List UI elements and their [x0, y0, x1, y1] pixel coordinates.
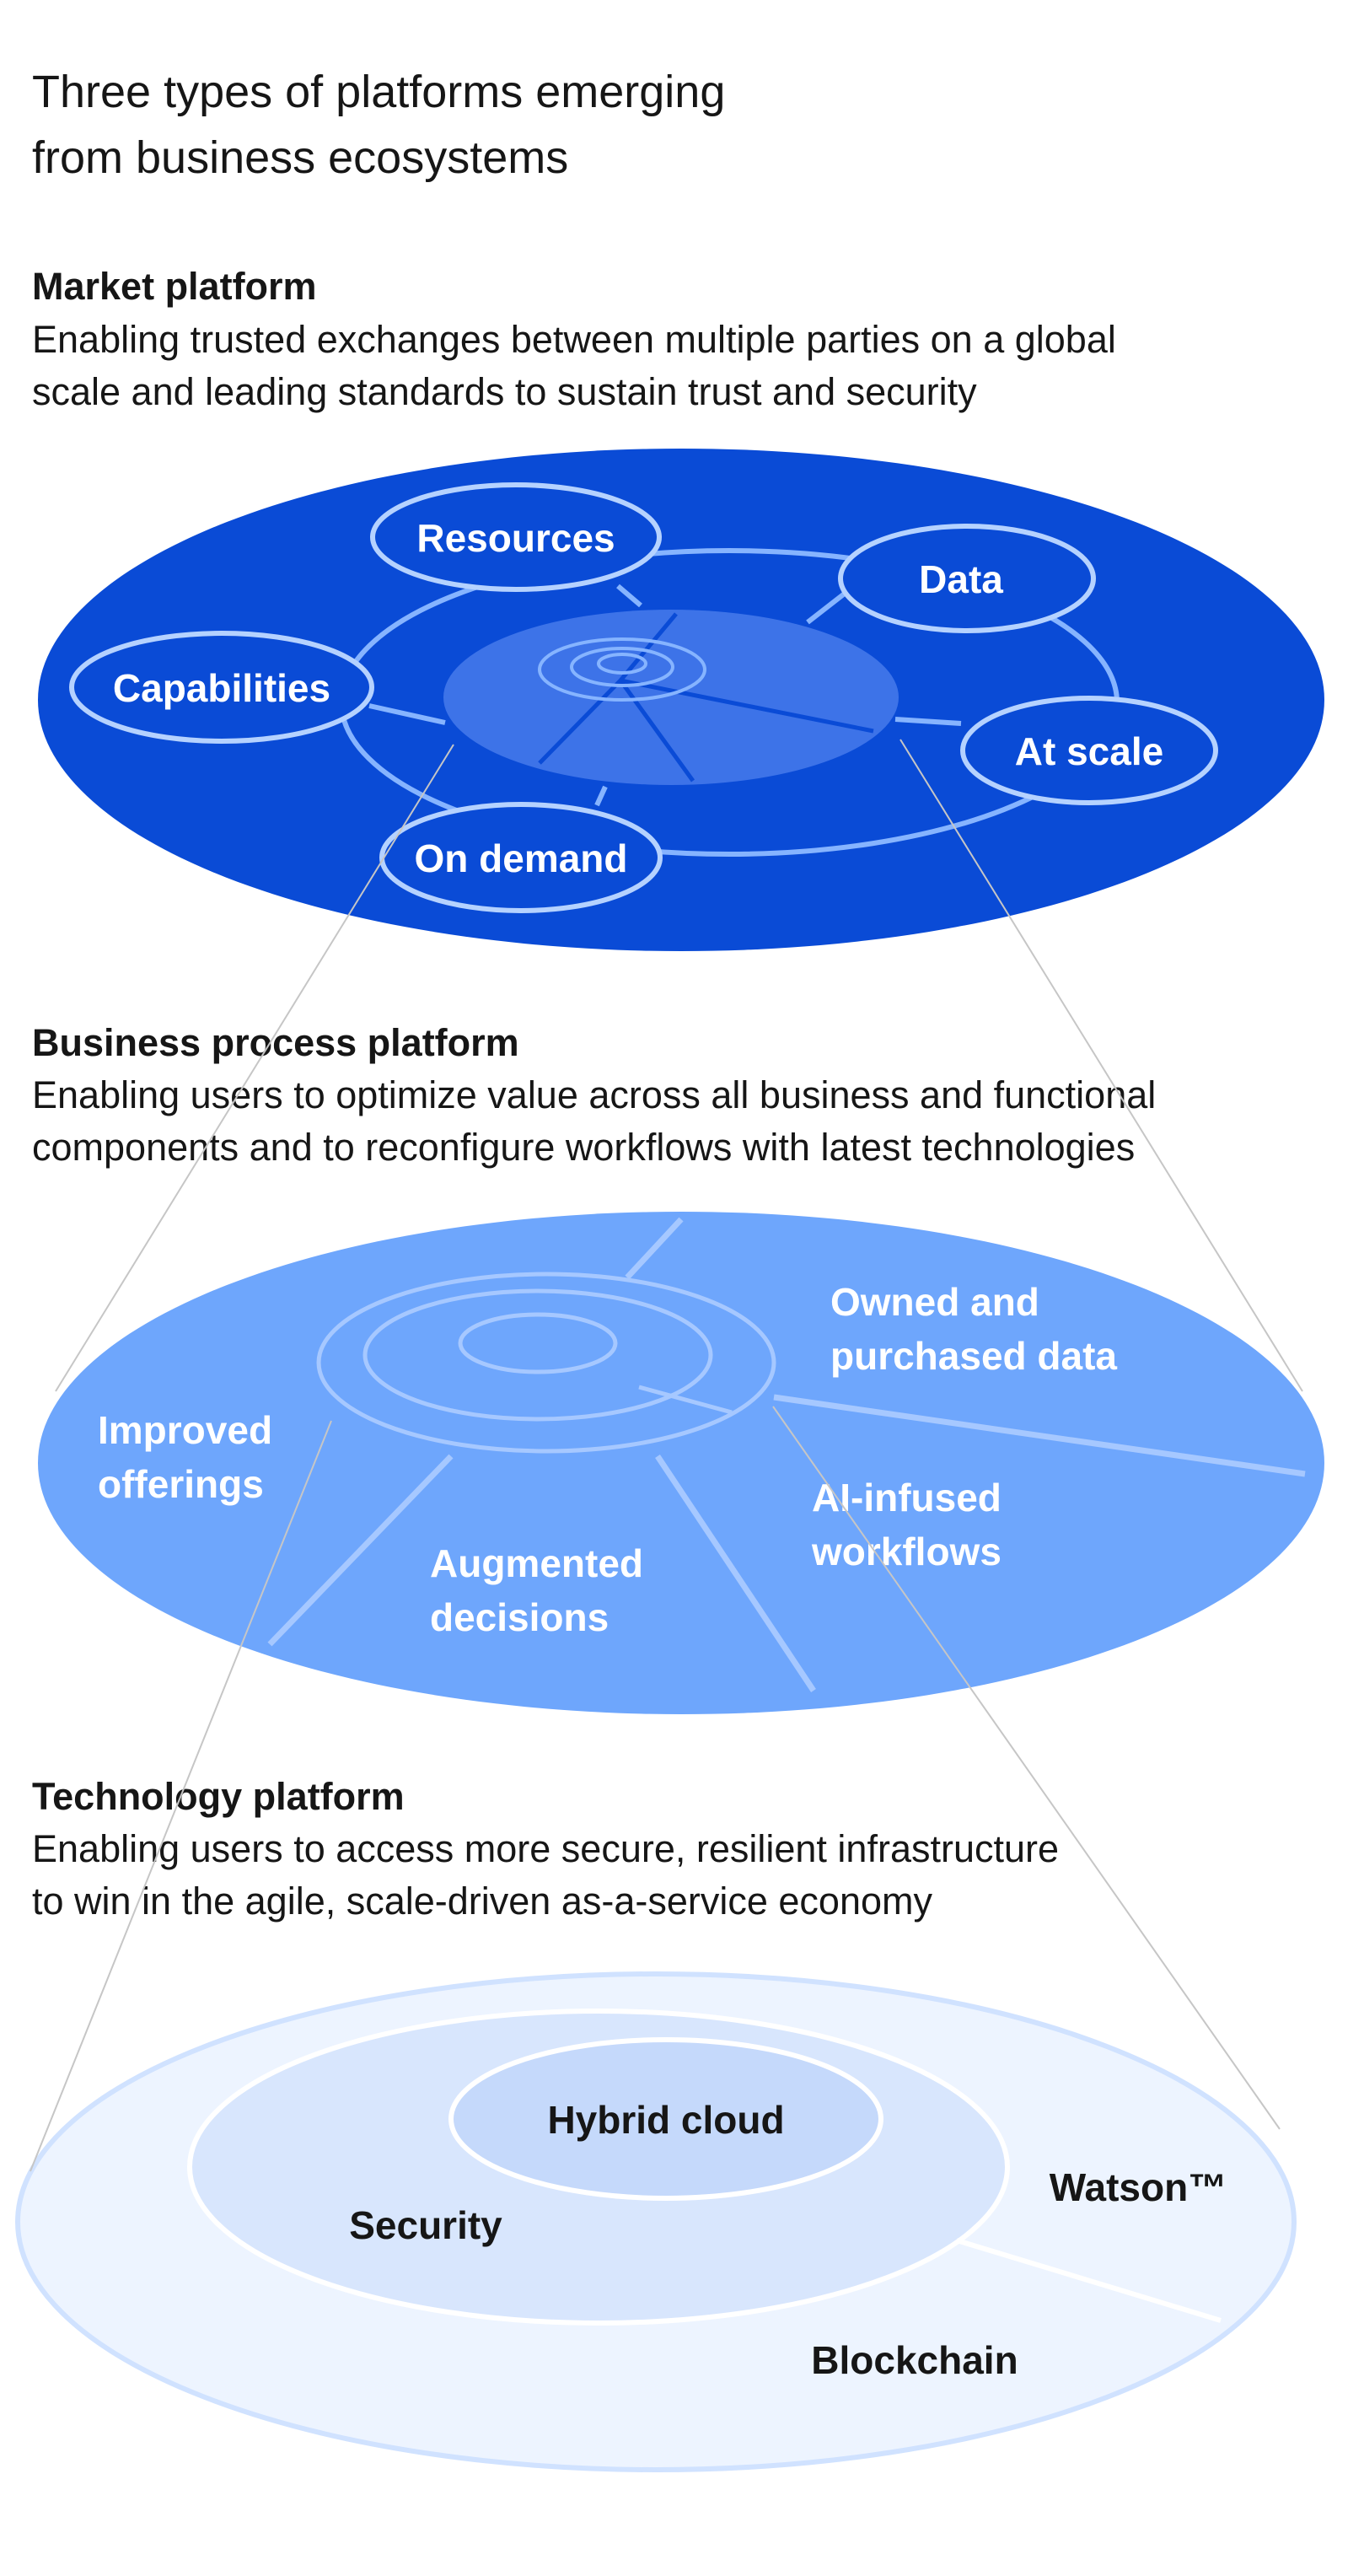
segment-augmented-decisions-line-2: decisions: [430, 1595, 609, 1639]
segment-owned-data-line-1: Owned and: [830, 1280, 1039, 1324]
technology-platform-diagram: Hybrid cloud Security Watson™ Blockchain: [15, 1971, 1297, 2472]
market-hub-spokes: [538, 612, 874, 782]
process-segment-dividers: [267, 1217, 1306, 1692]
process-hub-target: [316, 1272, 776, 1454]
market-hub-target: [538, 637, 706, 702]
layer-watson-label: Watson™: [1050, 2165, 1227, 2209]
node-resources-label: Resources: [416, 516, 615, 560]
layer-security-label: Security: [349, 2203, 502, 2247]
tech-desc-line-1: Enabling users to access more secure, re…: [32, 1827, 1060, 1870]
technology-platform-description: Enabling users to access more secure, re…: [32, 1823, 1347, 1928]
market-node-connectors: [368, 583, 962, 807]
market-hub: [443, 610, 899, 785]
process-desc-line-2: components and to reconfigure workflows …: [32, 1126, 1136, 1169]
market-desc-line-1: Enabling trusted exchanges between multi…: [32, 318, 1116, 361]
projection-guide-lines: [30, 739, 1303, 2172]
layer-blockchain-label: Blockchain: [811, 2338, 1018, 2382]
market-platform-diagram: Resources Data Capabilities At scale On …: [38, 449, 1324, 951]
segment-owned-data-line-2: purchased data: [830, 1334, 1117, 1378]
business-process-platform-description: Enabling users to optimize value across …: [32, 1069, 1347, 1174]
layer-hybrid-cloud-label: Hybrid cloud: [547, 2098, 784, 2142]
technology-platform-heading: Technology platform: [32, 1775, 405, 1818]
market-platform-description: Enabling trusted exchanges between multi…: [32, 314, 1347, 418]
node-data: Data: [838, 524, 1096, 633]
tech-watson-divider: [956, 2238, 1222, 2323]
business-process-platform-heading: Business process platform: [32, 1021, 519, 1064]
segment-improved-offerings-line-2: offerings: [98, 1462, 264, 1506]
business-process-platform-diagram: Owned and purchased data Improved offeri…: [38, 1212, 1324, 1714]
node-at-scale: At scale: [960, 696, 1218, 805]
title-line-1: Three types of platforms emerging: [32, 67, 726, 117]
node-on-demand-label: On demand: [414, 836, 627, 880]
title-line-2: from business ecosystems: [32, 132, 569, 183]
node-data-label: Data: [919, 557, 1003, 601]
segment-improved-offerings-line-1: Improved: [98, 1408, 272, 1452]
segment-ai-workflows-line-2: workflows: [811, 1530, 1002, 1573]
market-desc-line-2: scale and leading standards to sustain t…: [32, 370, 977, 413]
segment-ai-workflows-line-1: AI-infused: [812, 1476, 1002, 1519]
segment-augmented-decisions-line-1: Augmented: [430, 1541, 643, 1585]
node-at-scale-label: At scale: [1015, 729, 1163, 773]
node-on-demand: On demand: [379, 802, 663, 913]
main-title: Three types of platforms emerging from b…: [32, 59, 1212, 191]
tech-desc-line-2: to win in the agile, scale-driven as-a-s…: [32, 1880, 932, 1923]
node-resources: Resources: [370, 482, 662, 592]
tech-inner-core: [448, 2037, 883, 2201]
process-desc-line-1: Enabling users to optimize value across …: [32, 1073, 1157, 1116]
process-platform-disc: [38, 1212, 1324, 1714]
market-platform-heading: Market platform: [32, 265, 317, 308]
node-capabilities: Capabilities: [69, 631, 374, 744]
node-capabilities-label: Capabilities: [113, 666, 330, 710]
